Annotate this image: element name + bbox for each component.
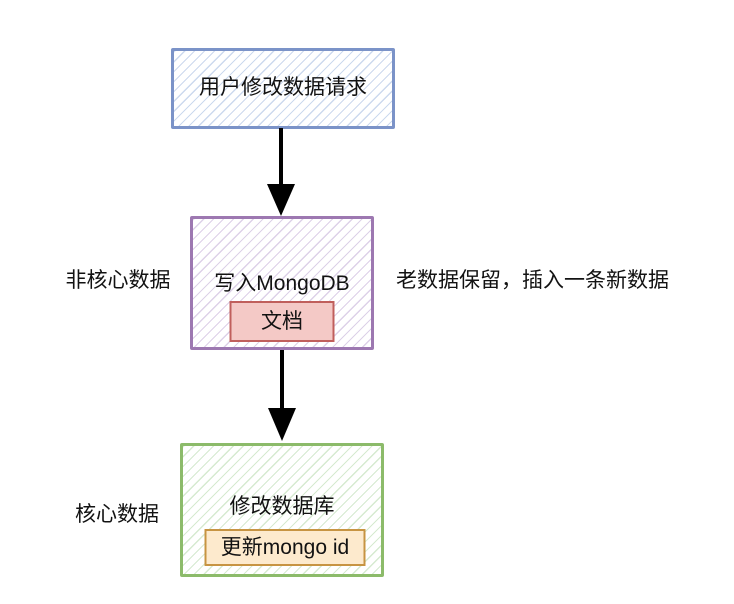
arrow-head-icon bbox=[267, 184, 295, 216]
label-core-data: 核心数据 bbox=[75, 503, 159, 526]
node-write-mongodb-label: 写入MongoDB bbox=[214, 272, 350, 295]
node-modify-database-label: 修改数据库 bbox=[229, 495, 335, 518]
label-old-data-note: 老数据保留，插入一条新数据 bbox=[396, 269, 669, 292]
node-document: 文档 bbox=[229, 301, 335, 342]
label-non-core-data: 非核心数据 bbox=[65, 269, 171, 292]
node-update-mongo-id-label: 更新mongo id bbox=[220, 536, 350, 559]
node-user-request: 用户修改数据请求 bbox=[171, 48, 395, 129]
arrow-request-to-mongodb bbox=[267, 128, 295, 216]
node-update-mongo-id: 更新mongo id bbox=[204, 529, 366, 566]
arrow-head-icon bbox=[268, 408, 296, 441]
node-document-label: 文档 bbox=[261, 310, 303, 333]
node-modify-database: 修改数据库 更新mongo id bbox=[180, 443, 384, 577]
node-user-request-label: 用户修改数据请求 bbox=[199, 76, 367, 99]
node-write-mongodb: 写入MongoDB 文档 bbox=[190, 216, 374, 350]
arrow-mongodb-to-database bbox=[268, 350, 296, 441]
